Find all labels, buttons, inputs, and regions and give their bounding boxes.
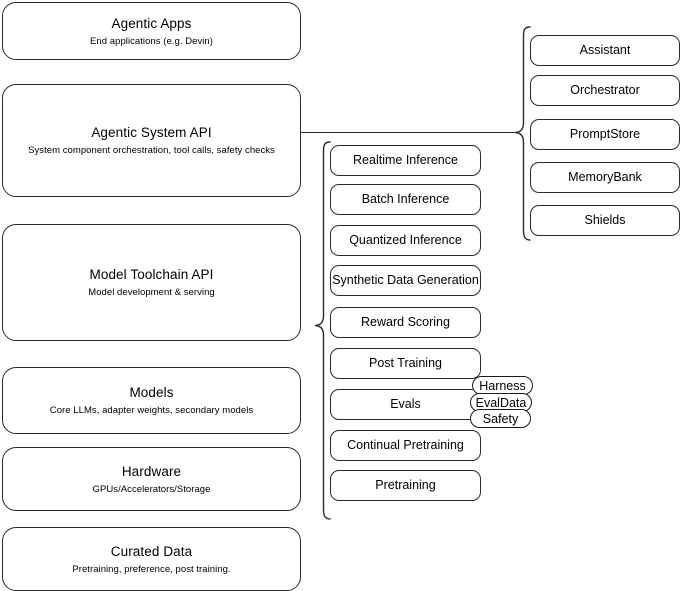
toolchain-item-post-training[interactable]: Post Training [330,348,481,379]
system-item-shields[interactable]: Shields [530,205,680,236]
eval-pill-label: Safety [482,411,519,426]
system-item-label: Shields [584,213,626,227]
toolchain-item-pretraining[interactable]: Pretraining [330,470,481,501]
layer-agentic-system-api[interactable]: Agentic System API System component orch… [2,84,301,197]
layer-subtitle: System component orchestration, tool cal… [28,145,275,156]
system-item-assistant[interactable]: Assistant [530,35,680,66]
toolchain-item-batch-inference[interactable]: Batch Inference [330,184,481,215]
brace-toolchain [314,141,331,520]
toolchain-item-label: Realtime Inference [353,153,458,167]
layer-title: Model Toolchain API [89,267,214,282]
layer-models[interactable]: Models Core LLMs, adapter weights, secon… [2,367,301,434]
toolchain-item-label: Batch Inference [361,192,450,206]
layer-hardware[interactable]: Hardware GPUs/Accelerators/Storage [2,447,301,511]
layer-title: Agentic Apps [111,15,192,31]
toolchain-item-label: Evals [390,397,421,411]
system-item-label: PromptStore [569,127,641,141]
toolchain-item-reward-scoring[interactable]: Reward Scoring [330,307,481,338]
layer-agentic-apps[interactable]: Agentic Apps End applications (e.g. Devi… [2,2,301,60]
layer-subtitle: Pretraining, preference, post training. [72,563,231,575]
layer-title: Models [129,385,174,400]
toolchain-item-label: Quantized Inference [349,233,462,247]
layer-model-toolchain-api[interactable]: Model Toolchain API Model development & … [2,224,301,341]
connector-system-api-to-components [301,132,516,134]
layer-subtitle: GPUs/Accelerators/Storage [92,483,211,495]
layer-title: Hardware [121,463,182,479]
layer-subtitle: End applications (e.g. Devin) [90,35,213,47]
layer-subtitle: Core LLMs, adapter weights, secondary mo… [49,405,254,416]
toolchain-item-evals[interactable]: Evals [330,389,481,420]
system-item-promptstore[interactable]: PromptStore [530,119,680,150]
toolchain-item-synthetic-data-generation[interactable]: Synthetic Data Generation [330,265,481,296]
eval-pill-label: EvalData [475,395,527,410]
toolchain-item-quantized-inference[interactable]: Quantized Inference [330,225,481,256]
toolchain-item-continual-pretraining[interactable]: Continual Pretraining [330,430,481,461]
toolchain-item-label: Pretraining [375,478,436,492]
system-item-label: Assistant [579,43,631,57]
layer-subtitle: Model development & serving [88,287,215,298]
layer-curated-data[interactable]: Curated Data Pretraining, preference, po… [2,527,301,591]
system-item-label: Orchestrator [570,83,640,97]
system-item-memorybank[interactable]: MemoryBank [530,162,680,193]
eval-pill-evaldata[interactable]: EvalData [470,393,532,412]
system-item-label: MemoryBank [568,170,642,184]
layer-title: Curated Data [110,543,193,559]
layer-title: Agentic System API [91,125,212,140]
toolchain-item-label: Reward Scoring [361,315,450,329]
eval-pill-safety[interactable]: Safety [470,409,531,428]
system-item-orchestrator[interactable]: Orchestrator [530,75,680,106]
brace-system-components [514,26,531,241]
eval-pill-label: Harness [479,378,526,393]
toolchain-item-realtime-inference[interactable]: Realtime Inference [330,145,481,176]
toolchain-item-label: Continual Pretraining [347,438,464,452]
toolchain-item-label: Post Training [369,356,442,370]
toolchain-item-label: Synthetic Data Generation [332,273,479,287]
